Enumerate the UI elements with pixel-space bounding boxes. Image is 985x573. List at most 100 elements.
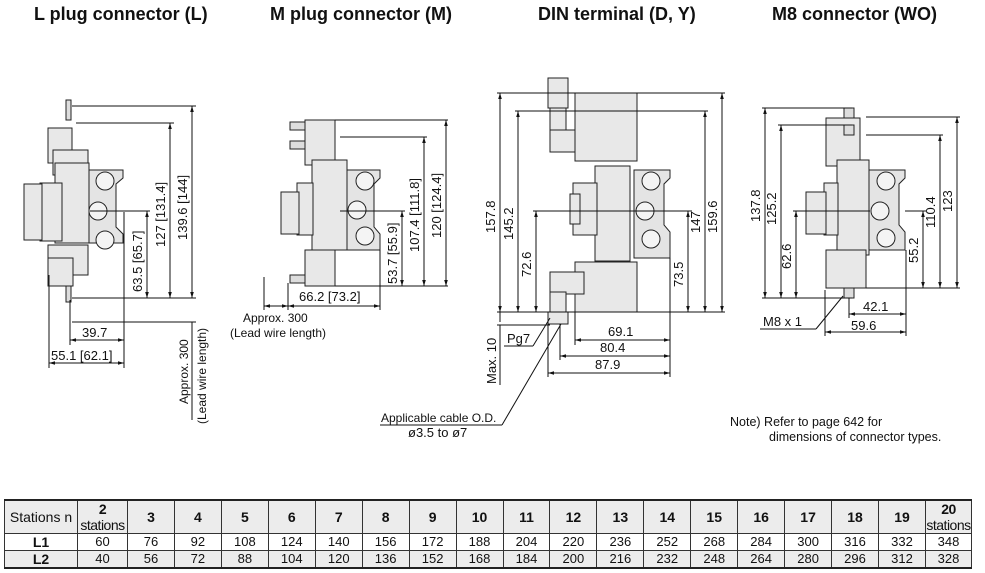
dim-din-right-mid: 147	[688, 211, 703, 233]
header-station: 6	[267, 499, 316, 534]
table-cell: 204	[502, 533, 551, 551]
table-header-row: Stations n 2 stations 3 4 5 6 7 8 9 10 1…	[4, 499, 972, 534]
table-cell: 40	[77, 550, 128, 569]
dim-din-left-center: 72.6	[519, 252, 534, 277]
din-drawing	[547, 77, 671, 325]
l-lead-length-line2: (Lead wire length)	[195, 328, 209, 424]
header-station: 8	[361, 499, 410, 534]
dim-l-w1: 39.7	[82, 325, 107, 340]
dim-m8-right-total: 123	[940, 190, 955, 212]
dim-m8-left-mid: 125.2	[764, 192, 779, 225]
table-cell: 236	[596, 533, 645, 551]
header-station: 11	[502, 499, 551, 534]
dim-din-w1: 69.1	[608, 324, 633, 339]
din-cable-label-line2: ø3.5 to ø7	[408, 425, 467, 440]
table-cell: 120	[314, 550, 363, 569]
table-cell: 300	[784, 533, 833, 551]
note-line1: Note) Refer to page 642 for	[730, 415, 883, 429]
technical-drawing: 139.6 [144] 127 [131.4] 63.5 [65.7] 39.7…	[23, 77, 960, 440]
table-cell: 220	[549, 533, 598, 551]
table-cell: 232	[643, 550, 692, 569]
table-cell: 168	[455, 550, 504, 569]
table-cell: 280	[784, 550, 833, 569]
dim-m8-right-center: 55.2	[906, 238, 921, 263]
header-station: 19	[878, 499, 926, 534]
table-cell: 184	[502, 550, 551, 569]
header-station: 9	[408, 499, 457, 534]
m8-dimensions	[760, 107, 960, 336]
table-cell: 156	[361, 533, 410, 551]
header-station-word: stations	[926, 517, 971, 533]
l-plug-drawing	[23, 99, 124, 303]
dim-din-right-total: 159.6	[705, 200, 720, 233]
dim-m8-w2: 59.6	[851, 318, 876, 333]
dim-m-h-total: 120 [124.4]	[429, 173, 444, 238]
m-plug-drawing	[280, 119, 381, 287]
header-station: 12	[549, 499, 598, 534]
view-title-din: DIN terminal (D, Y)	[538, 4, 696, 24]
header-station: 10	[455, 499, 504, 534]
header-station-number: 2	[98, 501, 107, 517]
header-station: 2 stations	[77, 499, 128, 534]
table-cell: 284	[737, 533, 786, 551]
dim-m-h-center: 53.7 [55.9]	[385, 223, 400, 284]
l-plug-dimensions	[48, 105, 196, 420]
header-station: 13	[596, 499, 645, 534]
dim-din-right-center: 73.5	[671, 262, 686, 287]
dim-m-w1: 66.2 [73.2]	[299, 289, 360, 304]
dim-m-h-mid: 107.4 [111.8]	[407, 178, 422, 252]
table-cell: 252	[643, 533, 692, 551]
header-station: 7	[314, 499, 363, 534]
table-cell: 92	[173, 533, 222, 551]
table-cell: 312	[878, 550, 926, 569]
table-cell: 152	[408, 550, 457, 569]
din-dimensions	[380, 92, 725, 426]
dim-l-w2: 55.1 [62.1]	[51, 348, 112, 363]
m8-drawing	[805, 107, 906, 299]
table-cell: 268	[690, 533, 739, 551]
table-row: L1 60 76 92 108 124 140 156 172 188 204 …	[4, 533, 972, 551]
dim-m8-left-total: 137.8	[748, 189, 763, 222]
table-cell: 56	[127, 550, 175, 569]
header-station: 4	[173, 499, 222, 534]
l-lead-length-line1: Approx. 300	[177, 339, 191, 404]
table-cell: 76	[127, 533, 175, 551]
dim-l-h-mid: 127 [131.4]	[153, 182, 168, 247]
table-cell: 140	[314, 533, 363, 551]
header-station: 16	[737, 499, 786, 534]
din-cable-label-line1: Applicable cable O.D.	[381, 411, 496, 425]
header-station: 5	[220, 499, 269, 534]
m-lead-length-line1: Approx. 300	[243, 311, 308, 325]
dim-din-left-total: 157.8	[483, 200, 498, 233]
header-station: 18	[831, 499, 879, 534]
table-cell: 332	[878, 533, 926, 551]
dim-din-w3: 87.9	[595, 357, 620, 372]
table-row: L2 40 56 72 88 104 120 136 152 168 184 2…	[4, 550, 972, 569]
table-cell: 136	[361, 550, 410, 569]
table-cell: 216	[596, 550, 645, 569]
table-cell: 316	[831, 533, 879, 551]
row-label: L1	[4, 533, 78, 551]
dim-din-left-mid: 145.2	[501, 207, 516, 240]
table-cell: 108	[220, 533, 269, 551]
header-station-word: stations	[80, 517, 125, 533]
dim-m8-left-center: 62.6	[779, 244, 794, 269]
din-pg7-label: Pg7	[507, 331, 530, 346]
view-title-m8: M8 connector (WO)	[772, 4, 937, 24]
table-cell: 72	[173, 550, 222, 569]
header-station: 3	[127, 499, 175, 534]
view-title-l-plug: L plug connector (L)	[34, 4, 208, 24]
dim-m8-right-mid: 110.4	[923, 196, 938, 228]
table-cell: 248	[690, 550, 739, 569]
table-cell: 328	[925, 550, 972, 569]
table-cell: 172	[408, 533, 457, 551]
header-station: 17	[784, 499, 833, 534]
table-cell: 188	[455, 533, 504, 551]
header-station: 15	[690, 499, 739, 534]
header-station: 14	[643, 499, 692, 534]
table-cell: 60	[77, 533, 128, 551]
dim-din-w2: 80.4	[600, 340, 625, 355]
dim-l-h-center: 63.5 [65.7]	[130, 231, 145, 292]
table-cell: 104	[267, 550, 316, 569]
stations-table: Stations n 2 stations 3 4 5 6 7 8 9 10 1…	[4, 499, 972, 569]
